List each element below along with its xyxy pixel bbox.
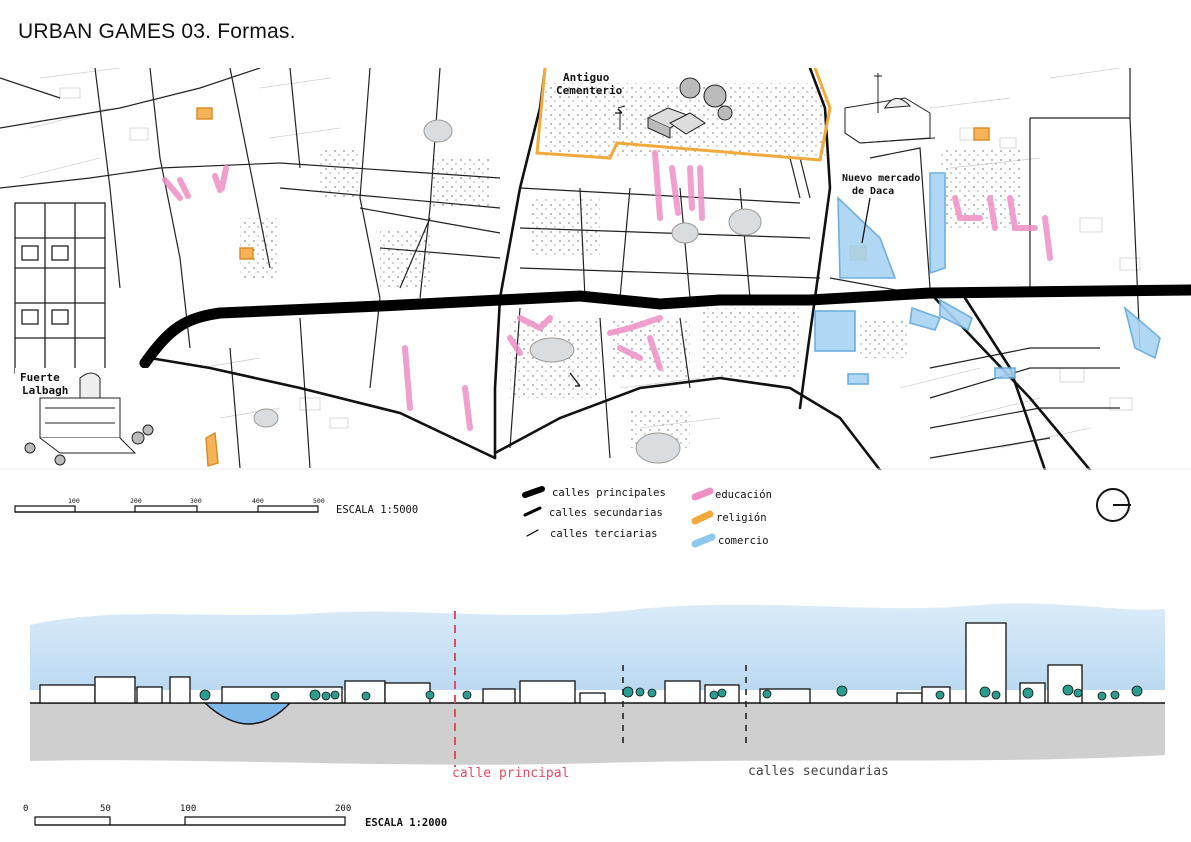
cemetery-label: Antiguo Cementerio [556,71,623,97]
tertiary-streets [0,68,1141,469]
ground [30,703,1165,765]
svg-text:100: 100 [180,804,196,814]
religion-buildings [37,107,990,467]
education-zones [162,150,1053,431]
pointer-arrows [569,108,871,387]
market-label: Nuevo mercado de Daca [842,173,920,197]
sky [30,603,1165,690]
svg-text:50: 50 [100,804,111,814]
svg-text:100: 100 [68,497,80,505]
page-title: URBAN GAMES 03. Formas. [18,20,296,43]
scale-bar-section-ticks: 0 50 100 200 [23,804,351,814]
ponds [253,119,762,464]
scale-map-label: ESCALA 1:5000 [336,504,418,516]
svg-text:Fuerte: Fuerte [20,371,60,384]
legend-religion-label: religión [716,512,767,524]
main-street [139,284,1191,369]
fort-drawing [24,372,154,466]
fort-grid [14,202,106,374]
mosque-drawing [844,73,936,144]
commerce-zones [814,172,1161,385]
urban-map: Fuerte Lalbagh Antiguo Cementerio Nuevo … [0,68,1191,470]
svg-text:Cementerio: Cementerio [556,84,623,97]
svg-text:200: 200 [335,804,351,814]
svg-text:Antiguo: Antiguo [563,71,610,84]
scale-bar-map [14,505,319,513]
svg-text:Lalbagh: Lalbagh [22,384,68,397]
cemetery-boundary [535,68,832,162]
svg-text:500: 500 [313,497,325,505]
north-arrow-icon [1096,488,1131,522]
legend-streets: calles principales calles secundarias ca… [522,486,666,540]
main-street-label: calle principal [452,766,569,781]
legend-row: 100 200 300 400 500 ESCALA 1:5000 calles… [14,486,1131,548]
svg-text:300: 300 [190,497,202,505]
legend-secondary-streets-label: calles secundarias [549,507,663,519]
scale-bar-map-ticks: 100 200 300 400 500 [68,497,325,505]
section-trees [199,684,1143,701]
svg-text:de Daca: de Daca [852,186,894,197]
scale-section-label: ESCALA 1:2000 [365,817,447,829]
legend-education-label: educación [715,489,772,501]
legend-main-streets-label: calles principales [552,487,666,499]
svg-text:0: 0 [23,804,28,814]
background-blocks [19,68,1141,449]
legend-tertiary-streets-label: calles terciarias [550,528,657,540]
legend-commerce-label: comercio [718,535,769,547]
fort-label: Fuerte Lalbagh [20,371,68,397]
secondary-streets-label: calles secundarias [748,764,889,779]
cemetery-drawing [617,77,733,139]
legend-uses: educación religión comercio [691,487,772,548]
svg-text:400: 400 [252,497,264,505]
svg-text:Nuevo mercado: Nuevo mercado [842,173,920,184]
scale-bar-section [34,816,346,826]
water-basin [203,702,292,725]
street-section: calle principal calles secundarias 0 50 … [23,603,1165,829]
svg-text:200: 200 [130,497,142,505]
section-buildings [39,622,1083,704]
